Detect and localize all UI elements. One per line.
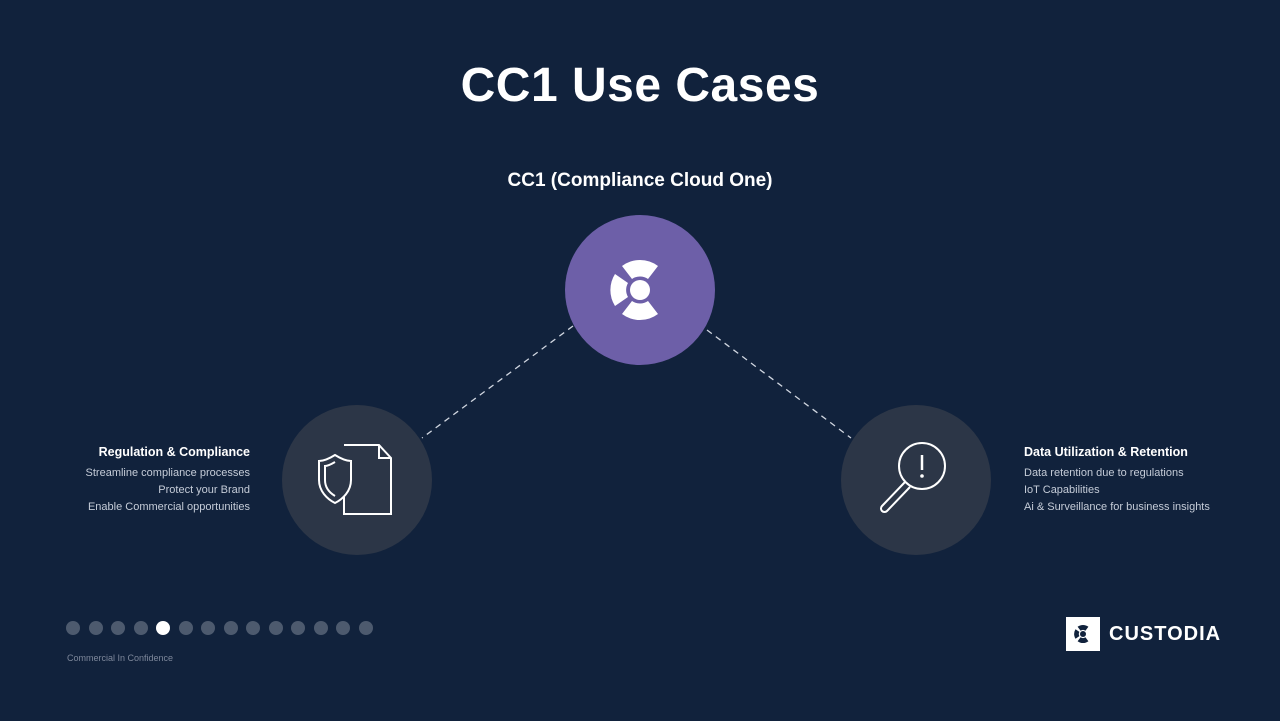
- slide-title: CC1 Use Cases: [460, 59, 820, 112]
- regulation-line: Streamline compliance processes: [85, 467, 250, 479]
- pagination-dot[interactable]: [336, 621, 350, 635]
- pagination-dot[interactable]: [246, 621, 260, 635]
- regulation-heading: Regulation & Compliance: [98, 445, 250, 459]
- pagination-dot[interactable]: [88, 621, 103, 635]
- shield-document-icon: [318, 444, 392, 515]
- pagination-dot[interactable]: [313, 621, 328, 635]
- pagination-dot[interactable]: [66, 621, 80, 635]
- brand-logo: CUSTODIA: [1066, 617, 1221, 651]
- confidentiality-note: Commercial In Confidence: [67, 653, 174, 663]
- data-utilization-line: IoT Capabilities: [1024, 484, 1100, 496]
- custodia-mark-icon: [1066, 617, 1100, 651]
- right-circle: [841, 405, 991, 555]
- regulation-line: Enable Commercial opportunities: [87, 501, 250, 513]
- left-circle: [282, 405, 432, 555]
- data-utilization-block: Data Utilization & Retention Data retent…: [1024, 445, 1264, 516]
- connector-left: [421, 325, 574, 439]
- pagination-dot[interactable]: [133, 621, 148, 635]
- custodia-logo-icon: [610, 260, 658, 320]
- magnifier-alert-icon: [879, 442, 946, 514]
- data-utilization-heading: Data Utilization & Retention: [1024, 445, 1188, 459]
- connector-right: [706, 329, 852, 439]
- pagination-dot[interactable]: [358, 621, 373, 635]
- regulation-line: Protect your Brand: [158, 484, 250, 496]
- center-circle: [565, 215, 715, 365]
- slide-pagination: [66, 621, 373, 635]
- regulation-compliance-block: Regulation & Compliance Streamline compl…: [10, 445, 250, 516]
- pagination-dot[interactable]: [201, 621, 215, 635]
- pagination-dot[interactable]: [291, 621, 305, 635]
- pagination-dot[interactable]: [268, 621, 283, 635]
- slide-subtitle: CC1 (Compliance Cloud One): [507, 170, 773, 191]
- brand-name: CUSTODIA: [1109, 622, 1222, 645]
- pagination-dot[interactable]: [223, 621, 238, 635]
- pagination-dot[interactable]: [111, 621, 125, 635]
- data-utilization-line: Ai & Surveillance for business insights: [1024, 501, 1210, 513]
- data-utilization-line: Data retention due to regulations: [1024, 467, 1184, 479]
- pagination-dot-active[interactable]: [156, 621, 170, 635]
- pagination-dot[interactable]: [178, 621, 193, 635]
